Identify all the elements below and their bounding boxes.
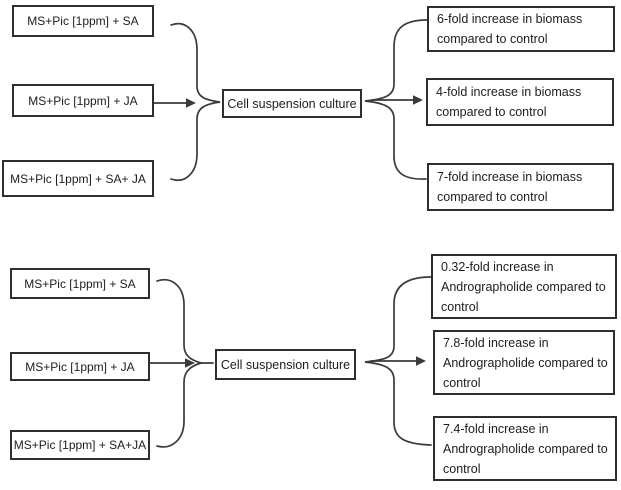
top-input-box-sa: MS+Pic [1ppm] + SA bbox=[12, 5, 154, 37]
top-input-sa-label: MS+Pic [1ppm] + SA bbox=[27, 14, 139, 28]
bottom-input-ja-label: MS+Pic [1ppm] + JA bbox=[25, 359, 135, 374]
top-right-arrowhead bbox=[413, 95, 423, 105]
top-right-brace bbox=[364, 19, 428, 180]
bottom-input-sa-ja-label: MS+Pic [1ppm] + SA+JA bbox=[13, 438, 147, 452]
top-output-box-1: 6-fold increase in biomass compared to c… bbox=[427, 6, 615, 52]
top-input-ja-label: MS+Pic [1ppm] + JA bbox=[28, 93, 138, 108]
top-left-brace bbox=[170, 22, 221, 181]
top-output-box-2: 4-fold increase in biomass compared to c… bbox=[426, 78, 614, 126]
bottom-left-arrowhead bbox=[185, 358, 195, 368]
output-line: 4-fold increase in biomass bbox=[436, 85, 582, 99]
top-process-box: Cell suspension culture bbox=[222, 89, 362, 118]
output-line: Andrographolide compared to bbox=[441, 279, 606, 294]
output-line: compared to control bbox=[436, 105, 547, 119]
bottom-process-label: Cell suspension culture bbox=[220, 357, 351, 372]
top-output-box-3: 7-fold increase in biomass compared to c… bbox=[427, 163, 614, 211]
top-input-box-ja: MS+Pic [1ppm] + JA bbox=[12, 84, 154, 117]
output-line: compared to control bbox=[437, 32, 548, 46]
top-input-box-sa-ja: MS+Pic [1ppm] + SA+ JA bbox=[2, 160, 154, 197]
bottom-left-brace bbox=[156, 278, 204, 448]
bottom-output-box-3: 7.4-fold increase in Andrographolide com… bbox=[433, 416, 617, 481]
top-input-sa-ja-label: MS+Pic [1ppm] + SA+ JA bbox=[10, 171, 146, 186]
bottom-output-box-1: 0.32-fold increase in Andrographolide co… bbox=[431, 254, 617, 319]
bottom-input-box-sa-ja: MS+Pic [1ppm] + SA+JA bbox=[10, 430, 150, 460]
output-line: control bbox=[443, 461, 481, 476]
bottom-output-box-2: 7.8-fold increase in Andrographolide com… bbox=[433, 330, 615, 395]
bottom-right-brace bbox=[364, 276, 432, 446]
output-line: control bbox=[441, 299, 479, 314]
output-line: control bbox=[443, 375, 481, 390]
output-line: 0.32-fold increase in bbox=[441, 259, 554, 274]
bottom-process-box: Cell suspension culture bbox=[215, 349, 356, 380]
bottom-input-sa-label: MS+Pic [1ppm] + SA bbox=[24, 276, 136, 291]
output-line: 6-fold increase in biomass bbox=[437, 12, 583, 26]
output-line: compared to control bbox=[437, 190, 548, 204]
top-left-arrowhead bbox=[186, 98, 196, 108]
output-line: 7.4-fold increase in bbox=[443, 421, 549, 436]
output-line: 7.8-fold increase in bbox=[443, 335, 549, 350]
bottom-right-arrowhead bbox=[416, 356, 426, 366]
output-line: Andrographolide compared to bbox=[443, 441, 608, 456]
output-line: 7-fold increase in biomass bbox=[437, 170, 583, 184]
top-process-label: Cell suspension culture bbox=[227, 96, 357, 111]
bottom-input-box-ja: MS+Pic [1ppm] + JA bbox=[10, 352, 150, 381]
bottom-input-box-sa: MS+Pic [1ppm] + SA bbox=[10, 268, 150, 299]
output-line: Andrographolide compared to bbox=[443, 355, 608, 370]
